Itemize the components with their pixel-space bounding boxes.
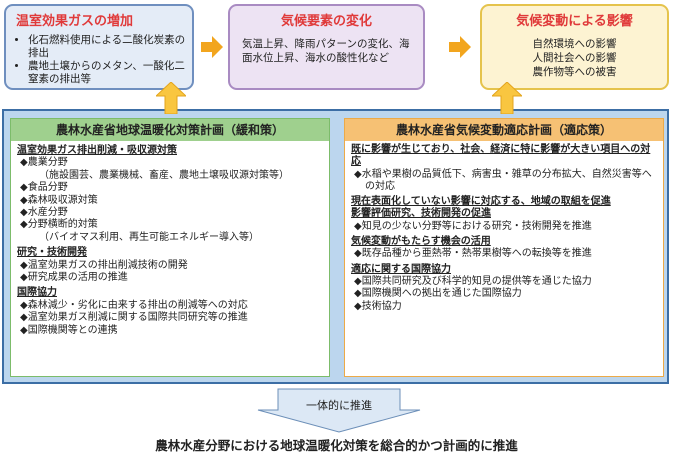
list-item: ◆温室効果ガスの排出削減技術の開発	[20, 259, 188, 271]
list-item: ◆水稲や果樹の品質低下、病害虫・雑草の分布拡大、自然災害等への対応	[354, 168, 652, 192]
list-item: ◆既存品種から亜熱帯・熱帯果樹等への転換等を推進	[354, 248, 592, 260]
list-item: ◆水産分野	[20, 207, 68, 219]
mitigation-body: 温室効果ガス排出削減・吸収源対策 ◆農業分野 （施設園芸、農業機械、畜産、農地土…	[11, 141, 329, 337]
list-item: ◆国際機関への拠出を通じた国際協力	[354, 288, 522, 300]
section-heading: 研究・技術開発	[17, 247, 87, 259]
unified-promotion-label: 一体的に推進	[306, 399, 372, 412]
section-heading: 適応に関する国際協力	[351, 263, 451, 275]
ghg-increase-box: 温室効果ガスの増加 化石燃料使用による二酸化炭素の排出 農地土壌からのメタン、一…	[4, 4, 194, 90]
section-heading: 温室効果ガス排出削減・吸収源対策	[17, 145, 177, 156]
section-heading: 既に影響が生じており、社会、経済に特に影響が大きい項目への対応	[351, 144, 651, 168]
mitigation-title: 農林水産省地球温暖化対策計画（緩和策）	[11, 119, 329, 141]
adaptation-panel: 農林水産省気候変動適応計画（適応策） 既に影響が生じており、社会、経済に特に影響…	[344, 118, 664, 377]
climate-impact-box: 気候変動による影響 自然環境への影響 人間社会への影響 農作物等への被害	[480, 4, 669, 90]
climate-impact-title: 気候変動による影響	[516, 14, 633, 29]
list-item: ◆分野横断的対策	[20, 219, 98, 231]
list-item: ◆農業分野	[20, 157, 68, 169]
impact-line: 農作物等への被害	[532, 66, 617, 78]
list-item: ◆森林減少・劣化に由来する排出の削減等への対応	[20, 299, 248, 311]
mitigation-panel: 農林水産省地球温暖化対策計画（緩和策） 温室効果ガス排出削減・吸収源対策 ◆農業…	[10, 118, 330, 377]
list-item: ◆国際共同研究及び科学的知見の提供等を通じた協力	[354, 275, 592, 287]
conclusion-text: 農林水産分野における地球温暖化対策を総合的かつ計画的に推進	[155, 438, 518, 453]
climate-impact-text: 自然環境への影響 人間社会への影響 農作物等への被害	[482, 29, 667, 79]
adaptation-body: 既に影響が生じており、社会、経済に特に影響が大きい項目への対応 ◆水稲や果樹の品…	[345, 141, 663, 313]
impact-line: 自然環境への影響	[532, 38, 617, 50]
list-item-detail: （バイオマス利用、再生可能エネルギー導入等）	[39, 231, 259, 243]
ghg-increase-list: 化石燃料使用による二酸化炭素の排出 農地土壌からのメタン、一酸化二窒素の排出等	[6, 34, 192, 86]
list-item: 化石燃料使用による二酸化炭素の排出	[28, 34, 188, 60]
section-heading: 現在表面化していない影響に対応する、地域の取組を促進	[351, 196, 611, 208]
right-arrow-icon	[201, 36, 223, 58]
impact-line: 人間社会への影響	[532, 52, 617, 64]
list-item: ◆国際機関等との連携	[20, 324, 118, 336]
up-arrow-icon	[492, 82, 522, 114]
ghg-increase-title: 温室効果ガスの増加	[16, 14, 134, 29]
up-arrow-icon	[156, 82, 186, 114]
right-arrow-icon	[449, 36, 471, 58]
list-item: ◆研究成果の活用の推進	[20, 272, 128, 284]
adaptation-title: 農林水産省気候変動適応計画（適応策）	[345, 119, 663, 141]
section-heading: 国際協力	[17, 287, 57, 299]
climate-change-box: 気候要素の変化 気温上昇、降雨パターンの変化、海面水位上昇、海水の酸性化など	[228, 4, 425, 90]
list-item-detail: （施設園芸、農業機械、畜産、農地土壌吸収源対策等）	[39, 169, 289, 181]
climate-change-text: 気温上昇、降雨パターンの変化、海面水位上昇、海水の酸性化など	[242, 38, 410, 64]
list-item: ◆温室効果ガス削減に関する国際共同研究等の推進	[20, 312, 248, 324]
climate-change-title: 気候要素の変化	[280, 14, 372, 29]
list-item: 農地土壌からのメタン、一酸化二窒素の排出等	[28, 60, 188, 86]
list-item: ◆森林吸収源対策	[20, 194, 98, 206]
list-item: ◆食品分野	[20, 182, 68, 194]
section-heading: 気候変動がもたらす機会の活用	[351, 236, 491, 248]
list-item: ◆知見の少ない分野等における研究・技術開発を推進	[354, 220, 592, 232]
section-heading: 影響評価研究、技術開発の促進	[351, 208, 491, 220]
list-item: ◆技術協力	[354, 300, 402, 312]
